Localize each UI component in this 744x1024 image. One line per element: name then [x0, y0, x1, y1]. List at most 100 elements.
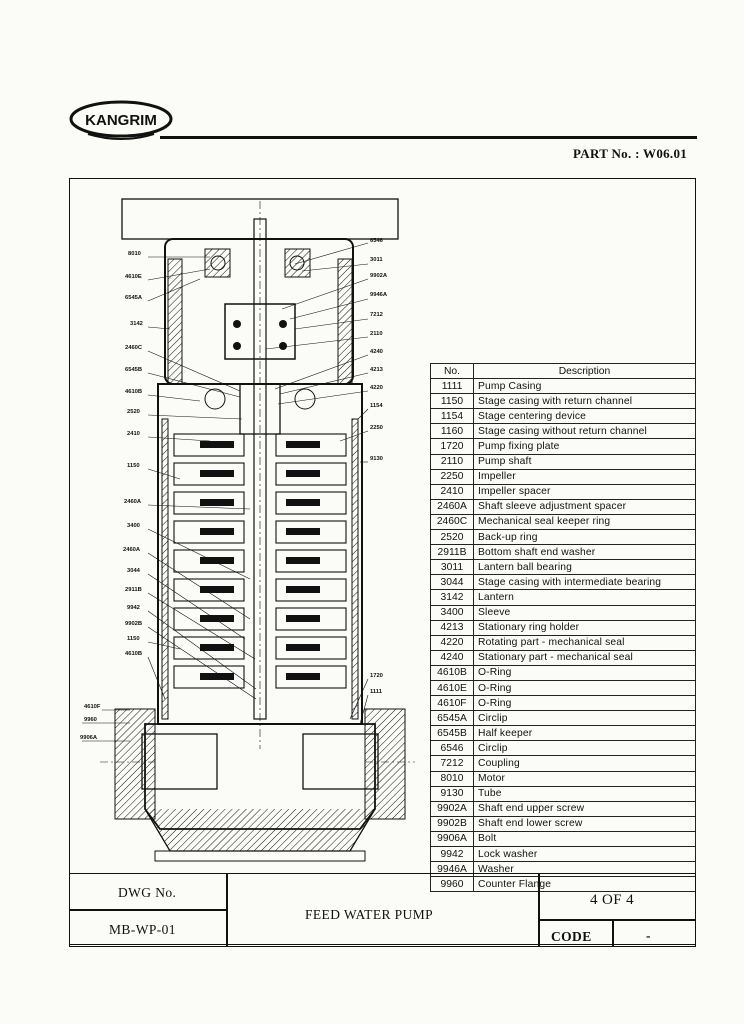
part-number-cell: 4610F [430, 695, 474, 712]
part-description-cell: Pump fixing plate [473, 438, 696, 455]
part-description-cell: O-Ring [473, 679, 696, 697]
label-9960: 9960 [84, 717, 97, 723]
label-1150-2: 1150 [127, 636, 140, 642]
part-description-cell: Impeller spacer [473, 483, 696, 500]
part-number-cell: 6546 [430, 740, 474, 757]
label-2460c: 2460C [125, 345, 143, 351]
part-description-cell: O-Ring [473, 664, 696, 681]
part-number-cell: 3044 [430, 574, 474, 591]
label-4213: 4213 [370, 367, 384, 373]
label-4610f: 4610F [84, 704, 101, 710]
part-description-cell: Impeller [473, 468, 696, 485]
title-block-dwg-label-cell [69, 873, 228, 911]
part-number-cell: 9902B [430, 815, 474, 832]
part-description-cell: Stage casing with return channel [473, 393, 696, 410]
label-2520: 2520 [127, 409, 140, 415]
dwg-no-value: MB-WP-01 [109, 922, 176, 937]
label-9942: 9942 [127, 605, 140, 611]
label-2410: 2410 [127, 431, 140, 437]
dwg-no-label: DWG No. [118, 885, 177, 900]
part-number-cell: 4220 [430, 634, 474, 651]
part-number-cell: 2460C [430, 513, 474, 531]
part-number-cell: 1111 [430, 378, 474, 395]
part-description-cell: Stationary ring holder [473, 619, 696, 636]
pump-cross-section: 8010 4610E 6545A 3142 2460C 6545B 4610B … [80, 198, 415, 862]
title-block-title-cell [226, 873, 540, 947]
part-description-cell: Half keeper [473, 725, 696, 742]
drawing-frame [69, 178, 696, 945]
table-header-row: No. Description [430, 362, 696, 380]
label-4610e: 4610E [125, 274, 142, 280]
part-number-cell: 9960 [430, 876, 474, 893]
part-description-cell: Lantern [473, 589, 696, 606]
label-3044: 3044 [127, 568, 141, 574]
label-8010: 8010 [128, 251, 141, 257]
part-number-cell: 1150 [430, 393, 474, 410]
part-description-cell: Shaft end lower screw [473, 815, 696, 832]
part-number-cell: 2911B [430, 544, 474, 561]
label-9946a: 9946A [370, 292, 388, 298]
label-9902b: 9902B [125, 621, 142, 627]
label-3400: 3400 [127, 523, 140, 529]
part-number-cell: 2410 [430, 483, 474, 500]
part-description-cell: Coupling [473, 755, 696, 772]
part-description-cell: Circlip [473, 740, 696, 757]
part-description-cell: Shaft sleeve adjustment spacer [473, 498, 696, 515]
label-4220: 4220 [370, 385, 383, 391]
part-description-cell: Motor [473, 770, 696, 787]
kangrim-logo: KANGRIM [69, 100, 173, 140]
part-number-cell: 1720 [430, 438, 474, 455]
part-description-cell: O-Ring [473, 695, 696, 712]
part-number-cell: 3011 [430, 559, 474, 576]
sheet-number: 4 OF 4 [590, 892, 635, 908]
part-number-cell: 2460A [430, 498, 474, 515]
part-number-cell: 9902A [430, 800, 474, 817]
part-number-cell: 9942 [430, 845, 474, 863]
label-1720: 1720 [370, 673, 383, 679]
label-2460a-2: 2460A [123, 547, 141, 553]
part-description-cell: Bottom shaft end washer [473, 544, 696, 561]
part-number-cell: 4213 [430, 619, 474, 636]
part-description-cell: Lantern ball bearing [473, 559, 696, 576]
logo-text: KANGRIM [85, 112, 157, 129]
part-description-cell: Circlip [473, 710, 696, 727]
label-9902a: 9902A [370, 273, 388, 279]
label-9130: 9130 [370, 456, 383, 462]
part-description-cell: Bolt [473, 830, 696, 848]
header-description: Description [473, 362, 696, 380]
label-6545b: 6545B [125, 367, 142, 373]
title-block-sheet-cell [538, 873, 696, 921]
part-number-cell: 6545B [430, 725, 474, 742]
part-number-cell: 4240 [430, 649, 474, 666]
label-3142: 3142 [130, 321, 143, 327]
title-block-code-value-cell [612, 919, 696, 947]
label-1150: 1150 [127, 463, 140, 469]
code-label: CODE [551, 929, 592, 944]
label-7212: 7212 [370, 312, 383, 318]
label-9906a: 9906A [80, 735, 98, 741]
part-number-cell: 4610B [430, 664, 474, 681]
title-block-dwg-no-cell [69, 909, 228, 947]
